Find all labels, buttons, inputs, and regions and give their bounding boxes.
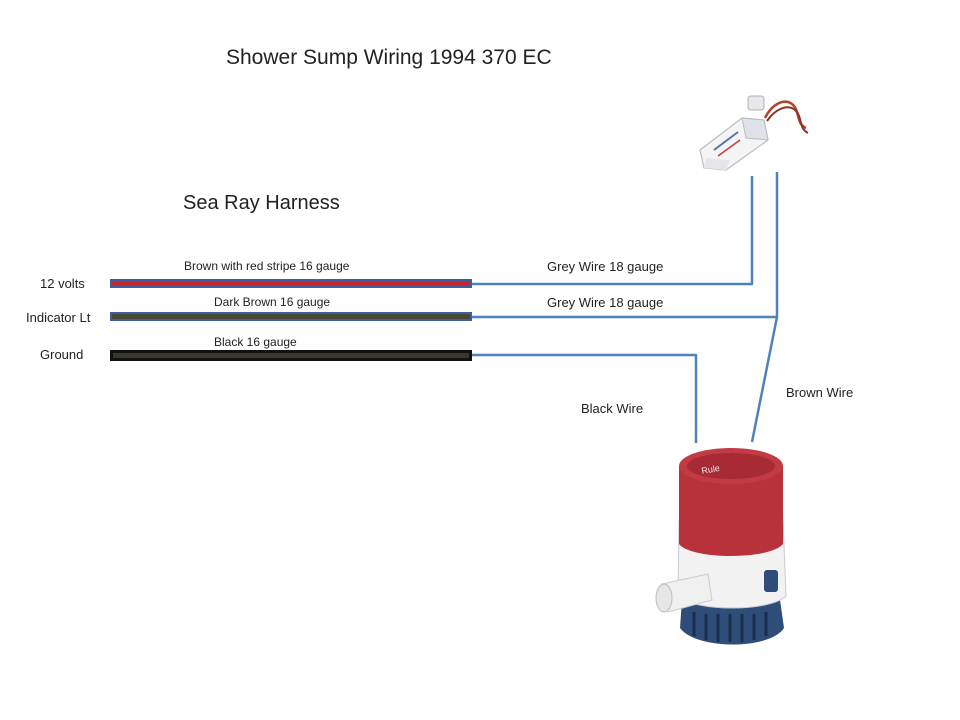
grey-wire-2-line xyxy=(472,172,779,319)
float-switch xyxy=(699,95,809,171)
grey-wire-label-1: Grey Wire 18 gauge xyxy=(547,259,664,274)
harness-wire-power xyxy=(110,279,472,288)
pump-brand-label: Rule xyxy=(701,463,721,476)
wire-label-black: Black 16 gauge xyxy=(214,335,297,349)
terminal-label-ground: Ground xyxy=(40,347,84,362)
black-wire-label: Black Wire xyxy=(581,401,644,416)
brown-wire-label: Brown Wire xyxy=(786,385,854,400)
bilge-pump: Rule xyxy=(655,448,787,645)
wire-label-brown-red: Brown with red stripe 16 gauge xyxy=(184,259,350,273)
terminal-label-indicator: Indicator Lt xyxy=(26,310,91,325)
grey-wire-1-line xyxy=(472,176,754,286)
harness-title: Sea Ray Harness xyxy=(183,192,340,214)
black-wire-line xyxy=(472,353,698,443)
harness-wire-ground xyxy=(110,350,472,361)
wire-label-dark-brown: Dark Brown 16 gauge xyxy=(214,295,331,309)
brown-wire-line xyxy=(750,316,779,443)
terminal-label-12v: 12 volts xyxy=(40,276,85,291)
page-title: Shower Sump Wiring 1994 370 EC xyxy=(226,46,552,69)
grey-wire-label-2: Grey Wire 18 gauge xyxy=(547,295,664,310)
harness-wire-indicator xyxy=(110,312,472,321)
